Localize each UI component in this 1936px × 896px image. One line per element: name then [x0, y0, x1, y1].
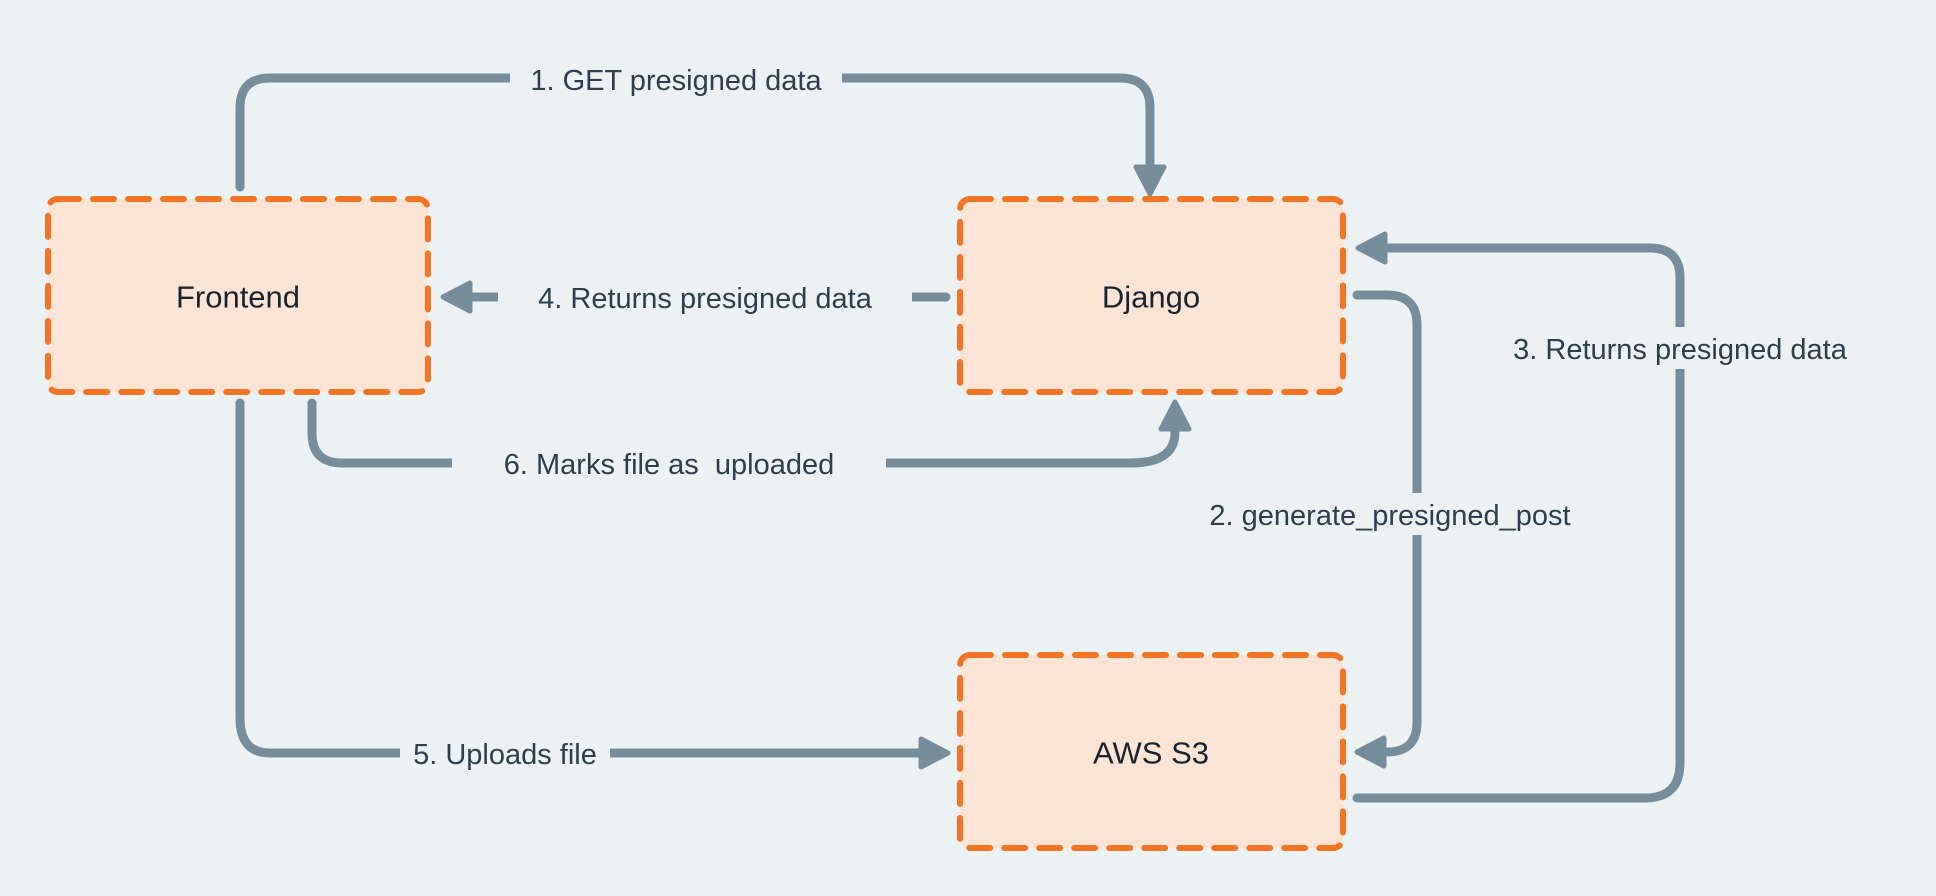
edge-4-label-text: 4. Returns presigned data: [538, 283, 873, 315]
node-django-box: [957, 196, 1346, 395]
node-django-label: Django: [1102, 280, 1200, 315]
edge-1-label-plate: [510, 58, 842, 100]
edge-5-label-text: 5. Uploads file: [413, 739, 597, 771]
edge-4-label-plate: [498, 276, 912, 318]
edge-2-label: 2. generate_presigned_post: [1183, 493, 1597, 535]
edge-3-arrowhead-icon: [1355, 231, 1388, 265]
edge-6-label-text: 6. Marks file as uploaded: [504, 449, 834, 481]
node-django: Django: [957, 196, 1346, 395]
edge-2-arrowhead-icon: [1354, 735, 1387, 769]
edge-4-arrowhead-icon: [440, 280, 473, 314]
edge-1-arrowhead-icon: [1133, 164, 1167, 197]
node-frontend: Frontend: [45, 196, 431, 395]
node-frontend-label: Frontend: [176, 280, 300, 315]
edge-6-label-plate: [452, 442, 886, 484]
edge-5-label: 5. Uploads file: [400, 732, 610, 774]
edge-6-arrowhead-icon: [1158, 399, 1192, 432]
edge-4-label: 4. Returns presigned data: [498, 276, 912, 318]
node-frontend-box: [45, 196, 431, 395]
edge-3-line: [1352, 243, 1685, 803]
edge-2-label-plate: [1183, 493, 1597, 535]
edge-5-arrowhead-icon: [918, 736, 951, 770]
edge-3-label-plate: [1473, 327, 1887, 369]
node-aws-s3: AWS S3: [957, 652, 1346, 851]
edge-2-line: [1352, 290, 1422, 757]
edge-5-line: [235, 398, 923, 758]
edge-3-label: 3. Returns presigned data: [1473, 327, 1887, 369]
node-aws-s3-label: AWS S3: [1093, 736, 1209, 771]
edge-1-label-text: 1. GET presigned data: [530, 65, 822, 97]
node-aws-s3-box: [957, 652, 1346, 851]
edge-3-label-text: 3. Returns presigned data: [1513, 334, 1848, 366]
edge-1-label: 1. GET presigned data: [510, 58, 842, 100]
edge-2-label-text: 2. generate_presigned_post: [1209, 500, 1570, 532]
edge-6-label: 6. Marks file as uploaded: [452, 442, 886, 484]
edge-5-label-plate: [400, 732, 610, 774]
